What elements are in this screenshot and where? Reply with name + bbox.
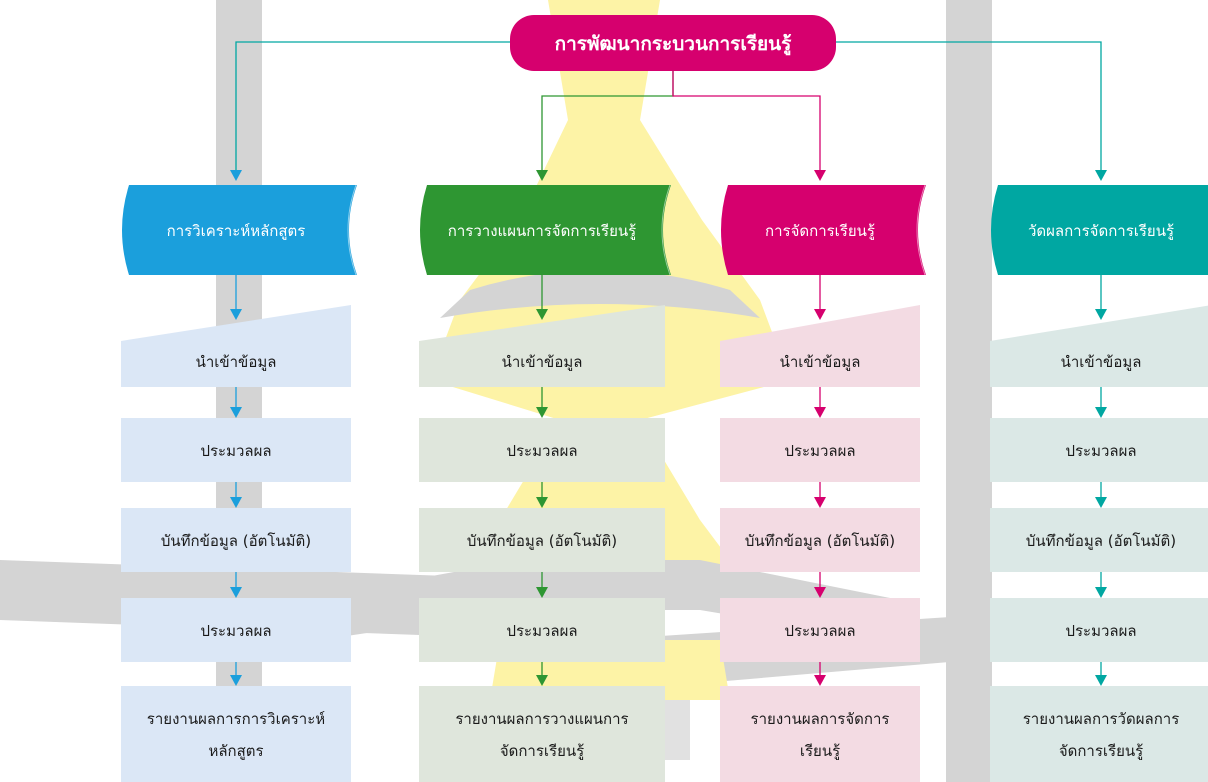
step-teaching-2-label: บันทึกข้อมูล (อัตโนมัติ) — [745, 532, 895, 550]
arrow-curriculum-2 — [230, 587, 242, 598]
arrow-planning-3 — [536, 675, 548, 686]
root-to-evaluation-line — [836, 41, 1102, 170]
column-header-teaching-label: การจัดการเรียนรู้ — [765, 222, 875, 240]
arrow-evaluation-header — [1095, 309, 1107, 320]
column-header-evaluation-shape — [991, 185, 1208, 275]
step-evaluation-1-label: ประมวลผล — [1065, 442, 1136, 460]
root-to-evaluation-arrow — [1095, 170, 1107, 181]
arrow-teaching-3 — [814, 675, 826, 686]
step-planning-3-shape — [419, 598, 665, 662]
column-header-planning-shape — [420, 185, 671, 275]
step-curriculum-2-shape — [121, 508, 351, 572]
step-planning-2-shape — [419, 508, 665, 572]
column-header-curriculum-label: การวิเคราะห์หลักสูตร — [167, 222, 306, 240]
step-planning-2-label: บันทึกข้อมูล (อัตโนมัติ) — [467, 532, 617, 550]
step-teaching-2-shape — [720, 508, 920, 572]
step-evaluation-3-label: ประมวลผล — [1065, 622, 1136, 640]
column-header-evaluation-label: วัดผลการจัดการเรียนรู้ — [1028, 222, 1174, 240]
step-curriculum-2-label: บันทึกข้อมูล (อัตโนมัติ) — [161, 532, 311, 550]
column-header-teaching-shape — [721, 185, 926, 275]
arrow-teaching-2 — [814, 587, 826, 598]
column-teaching: การจัดการเรียนรู้นำเข้าข้อมูลประมวลผลบัน… — [720, 184, 926, 782]
root-to-teaching-arrow — [814, 170, 826, 181]
arrow-planning-0 — [536, 407, 548, 418]
column-planning: การวางแผนการจัดการเรียนรู้นำเข้าข้อมูลปร… — [419, 184, 671, 782]
step-teaching-0-label: นำเข้าข้อมูล — [780, 353, 861, 371]
report-planning-line-0: รายงานผลการวางแผนการ — [455, 710, 628, 728]
arrow-evaluation-3 — [1095, 675, 1107, 686]
column-header-planning-edge — [661, 184, 671, 276]
column-header-planning-label: การวางแผนการจัดการเรียนรู้ — [448, 222, 636, 240]
step-planning-0-label: นำเข้าข้อมูล — [502, 353, 583, 371]
step-evaluation-4-shape — [990, 686, 1208, 782]
step-curriculum-3-shape — [121, 598, 351, 662]
root-node-box — [510, 15, 836, 71]
step-planning-1-shape — [419, 418, 665, 482]
step-planning-4-shape — [419, 686, 665, 782]
column-evaluation: วัดผลการจัดการเรียนรู้นำเข้าข้อมูลประมวล… — [990, 185, 1208, 782]
step-evaluation-3-shape — [990, 598, 1208, 662]
column-curriculum: การวิเคราะห์หลักสูตรนำเข้าข้อมูลประมวลผล… — [121, 184, 357, 782]
column-header-curriculum-shape — [122, 185, 357, 275]
root-to-curriculum-arrow — [230, 170, 242, 181]
arrow-curriculum-header — [230, 309, 242, 320]
step-evaluation-1-shape — [990, 418, 1208, 482]
column-header-curriculum-edge — [347, 184, 357, 276]
step-evaluation-2-shape — [990, 508, 1208, 572]
report-planning-line-1: จัดการเรียนรู้ — [500, 742, 584, 760]
step-teaching-3-label: ประมวลผล — [784, 622, 855, 640]
step-evaluation-2-label: บันทึกข้อมูล (อัตโนมัติ) — [1026, 532, 1176, 550]
connectors — [230, 41, 1107, 181]
arrow-evaluation-2 — [1095, 587, 1107, 598]
step-curriculum-1-shape — [121, 418, 351, 482]
step-curriculum-0-shape — [121, 305, 351, 387]
arrow-planning-2 — [536, 587, 548, 598]
report-curriculum-line-0: รายงานผลการการวิเคราะห์ — [147, 710, 325, 728]
step-teaching-1-shape — [720, 418, 920, 482]
column-header-teaching-edge — [916, 184, 926, 276]
report-teaching-line-1: เรียนรู้ — [800, 742, 840, 760]
arrow-teaching-1 — [814, 497, 826, 508]
step-planning-3-label: ประมวลผล — [506, 622, 577, 640]
arrow-planning-header — [536, 309, 548, 320]
step-planning-0-shape — [419, 305, 665, 387]
arrow-curriculum-1 — [230, 497, 242, 508]
arrow-planning-1 — [536, 497, 548, 508]
step-curriculum-0-label: นำเข้าข้อมูล — [196, 353, 277, 371]
root-to-teaching-line — [672, 71, 821, 170]
step-teaching-4-shape — [720, 686, 920, 782]
root-to-planning-arrow — [536, 170, 548, 181]
arrow-teaching-0 — [814, 407, 826, 418]
step-evaluation-0-label: นำเข้าข้อมูล — [1061, 353, 1142, 371]
root-node-label: การพัฒนากระบวนการเรียนรู้ — [555, 33, 793, 56]
step-curriculum-4-shape — [121, 686, 351, 782]
arrow-curriculum-0 — [230, 407, 242, 418]
report-evaluation-line-0: รายงานผลการวัดผลการ — [1023, 710, 1180, 728]
root-to-curriculum-line — [235, 41, 510, 170]
step-curriculum-3-label: ประมวลผล — [200, 622, 271, 640]
arrow-teaching-header — [814, 309, 826, 320]
step-teaching-1-label: ประมวลผล — [784, 442, 855, 460]
arrow-evaluation-0 — [1095, 407, 1107, 418]
step-planning-1-label: ประมวลผล — [506, 442, 577, 460]
step-teaching-0-shape — [720, 305, 920, 387]
arrow-evaluation-1 — [1095, 497, 1107, 508]
step-curriculum-1-label: ประมวลผล — [200, 442, 271, 460]
step-evaluation-0-shape — [990, 305, 1208, 387]
report-evaluation-line-1: จัดการเรียนรู้ — [1059, 742, 1143, 760]
report-teaching-line-0: รายงานผลการจัดการ — [751, 710, 890, 728]
report-curriculum-line-1: หลักสูตร — [208, 742, 263, 760]
step-teaching-3-shape — [720, 598, 920, 662]
shapes: การพัฒนากระบวนการเรียนรู้ การวิเคราะห์หล… — [121, 15, 1208, 782]
root-node: การพัฒนากระบวนการเรียนรู้ — [510, 15, 836, 71]
arrow-curriculum-3 — [230, 675, 242, 686]
